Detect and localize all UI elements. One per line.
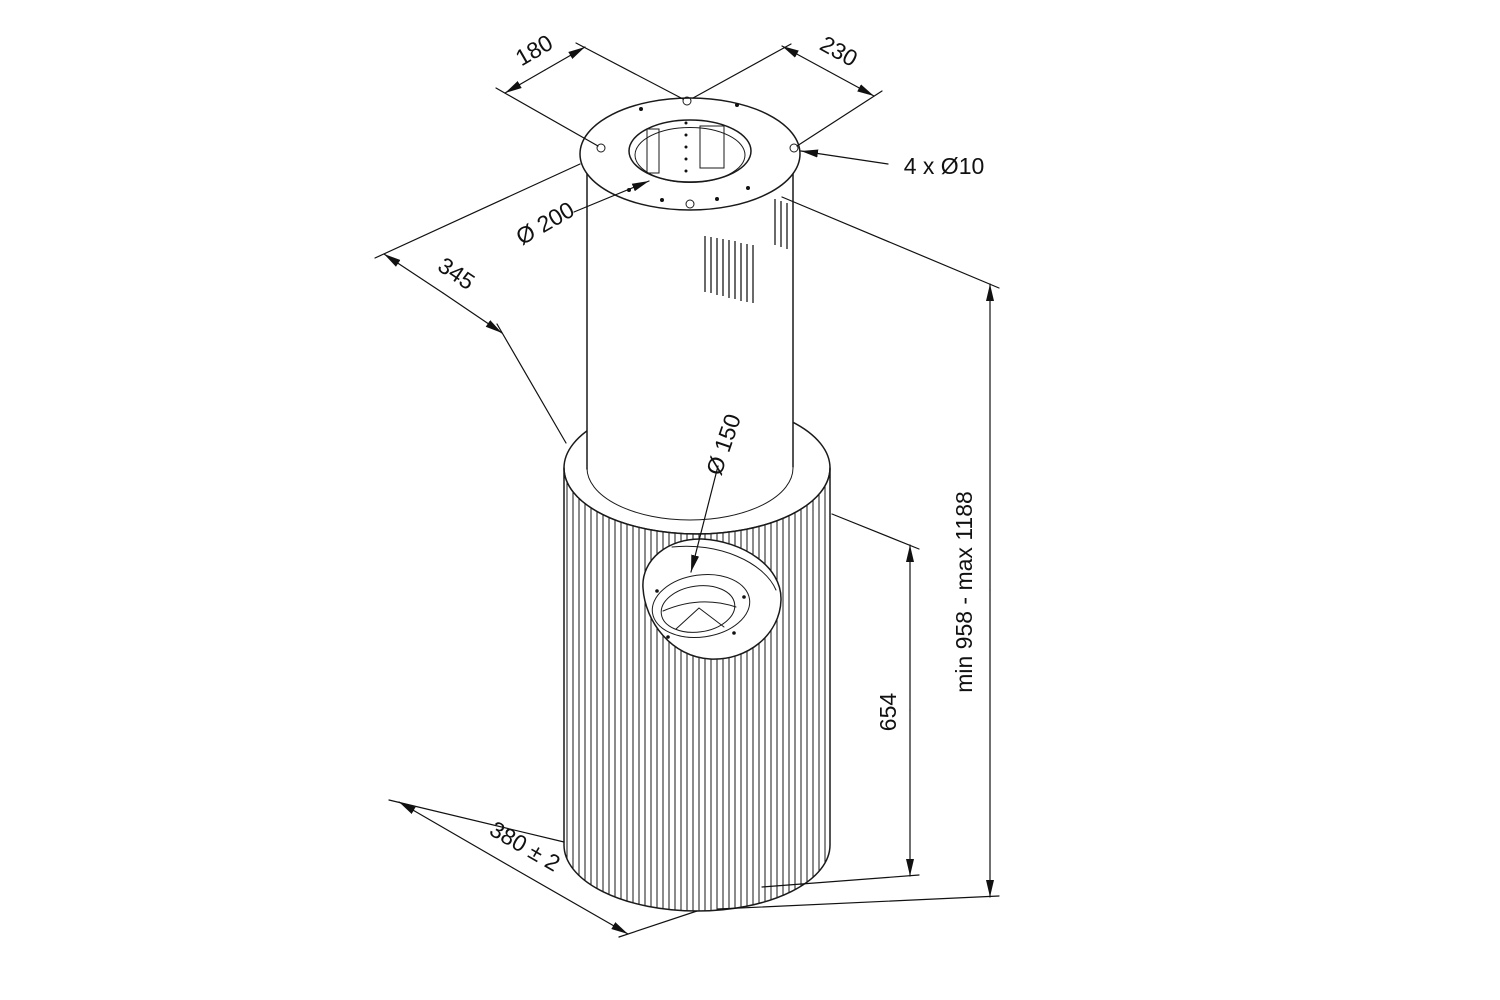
- mounting-holes: [596, 96, 799, 209]
- dimension-line: [781, 45, 829, 72]
- center-rivet-dots: [684, 121, 688, 173]
- dim-label-top-depth: 180: [511, 29, 557, 71]
- extension-line: [618, 910, 698, 938]
- extension-line: [796, 90, 883, 147]
- dim-label-top-opening: Ø 200: [511, 196, 578, 250]
- extension-line: [496, 323, 567, 444]
- ribbed-body: [563, 467, 831, 912]
- vent-slats-right-group: [774, 199, 788, 249]
- dimension-line: [383, 253, 444, 294]
- dimension-line: [504, 69, 546, 94]
- screw-dot: [746, 186, 750, 190]
- dimension-line: [827, 70, 875, 97]
- extension-line: [495, 87, 599, 147]
- dim-label-install-height: min 958 - max 1188: [951, 491, 977, 693]
- cutout-opening: [642, 538, 782, 660]
- vent-slats-left-group: [704, 236, 754, 303]
- cutout-inner-edge: [671, 545, 777, 591]
- bolt-dot: [742, 595, 746, 599]
- screw-dot: [660, 198, 664, 202]
- duct-collar-outer: [651, 574, 751, 638]
- mount-bracket: [699, 125, 725, 169]
- rivet-dot: [684, 169, 688, 173]
- top-opening-depth-edge: [634, 127, 746, 183]
- dimension-line: [512, 867, 629, 935]
- mount-hole: [789, 143, 799, 153]
- extension-line: [388, 799, 565, 843]
- mount-hole: [685, 199, 695, 209]
- top-flange: [579, 96, 801, 211]
- rivet-dot: [684, 145, 688, 149]
- duct-bolt-dots: [655, 589, 746, 639]
- dim-install-height: min 958 - max 1188: [717, 196, 1000, 910]
- extension-line: [761, 874, 920, 888]
- extension-line: [575, 42, 684, 100]
- extension-line: [831, 513, 920, 550]
- dimension-line: [442, 292, 503, 334]
- mount-hole: [596, 143, 606, 153]
- leader-line: [690, 465, 719, 573]
- rivet-dot: [684, 133, 688, 137]
- dim-label-mount-holes: 4 x Ø10: [904, 153, 985, 179]
- hood-structure: [563, 96, 831, 912]
- mount-hole: [682, 96, 692, 106]
- screw-dot: [735, 103, 739, 107]
- extension-line: [781, 196, 1000, 289]
- dim-label-top-width: 230: [816, 30, 862, 71]
- dim-label-body-diameter: 380 ± 2: [485, 816, 564, 877]
- bolt-dot: [655, 589, 659, 593]
- dimension-line: [398, 801, 514, 869]
- dimension-line: [544, 46, 586, 71]
- duct-damper-flaps: [662, 601, 737, 630]
- dim-label-body-height: 654: [875, 693, 901, 732]
- leader-line: [573, 180, 650, 213]
- dim-body-height: 654: [761, 513, 920, 888]
- screw-dot: [715, 197, 719, 201]
- bolt-dot: [732, 631, 736, 635]
- extension-line: [717, 895, 1000, 910]
- chimney-sides: [586, 171, 794, 470]
- rivet-dot: [684, 121, 688, 125]
- bolt-dot: [666, 635, 670, 639]
- extension-line: [374, 163, 581, 259]
- rivet-dot: [684, 157, 688, 161]
- dim-label-chimney-length: 345: [433, 252, 479, 295]
- leader-line: [800, 149, 889, 165]
- dim-mount-holes: 4 x Ø10: [800, 149, 985, 179]
- duct-cutout: [642, 538, 782, 660]
- duct-collar-inner: [660, 585, 736, 633]
- cable-slot: [646, 128, 660, 174]
- chimney-base-arc: [586, 467, 794, 521]
- flange-screw-dots: [627, 103, 750, 202]
- extension-line: [692, 43, 792, 99]
- screw-dot: [639, 107, 643, 111]
